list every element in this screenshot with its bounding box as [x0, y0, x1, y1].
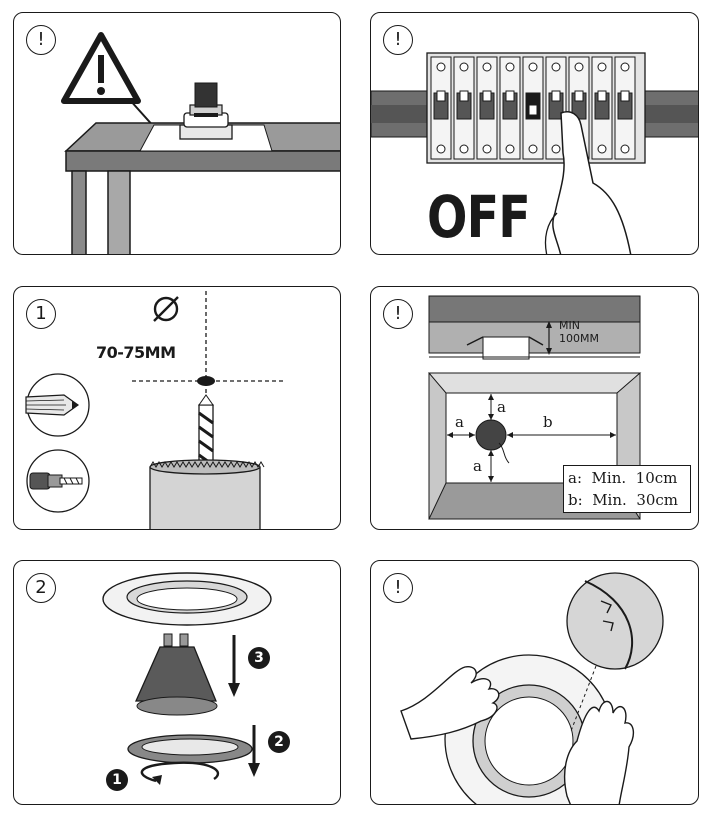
dim-a-left: a — [455, 413, 464, 431]
drilling-illustration — [25, 291, 284, 529]
warning-badge: ! — [383, 25, 413, 55]
table-fixture-illustration — [61, 32, 340, 254]
step-number-2: 2 — [268, 731, 290, 753]
note-b: b: Min. 30cm — [568, 491, 679, 509]
pencil-icon — [25, 394, 80, 416]
diameter-symbol-icon — [153, 296, 179, 322]
off-label: OFF — [427, 183, 531, 251]
panel-assembly: 2 3 2 1 — [13, 560, 341, 805]
panel-warning-surface: ! — [13, 12, 341, 255]
step-number-1: 1 — [106, 769, 128, 791]
warning-badge: ! — [26, 25, 56, 55]
warning-badge: ! — [383, 299, 413, 329]
step-1-badge: 1 — [26, 299, 56, 329]
min-value: 100MM — [559, 332, 599, 345]
step-2-badge: 2 — [26, 573, 56, 603]
note-a: a: Min. 10cm — [568, 469, 678, 487]
warning-badge: ! — [383, 573, 413, 603]
assembly-illustration — [102, 572, 272, 785]
hole-size-label: 70-75MM — [96, 343, 176, 362]
panel-power-off: ! OFF — [370, 12, 699, 255]
dim-b: b — [543, 413, 553, 431]
step-number-3: 3 — [248, 647, 270, 669]
breaker-panel-illustration — [371, 52, 698, 254]
panel-hole-cutting: 1 — [13, 286, 341, 530]
clearance-notes: a: Min. 10cm b: Min. 30cm — [563, 465, 691, 513]
ring-twist-illustration — [400, 572, 664, 804]
panel-clearance: ! MIN 100M — [370, 286, 699, 530]
dim-a-top: a — [497, 398, 506, 416]
panel-ring-twist: ! — [370, 560, 699, 805]
dim-a-bottom: a — [473, 457, 482, 475]
min-label: MIN — [559, 319, 580, 332]
drill-icon — [29, 472, 83, 490]
